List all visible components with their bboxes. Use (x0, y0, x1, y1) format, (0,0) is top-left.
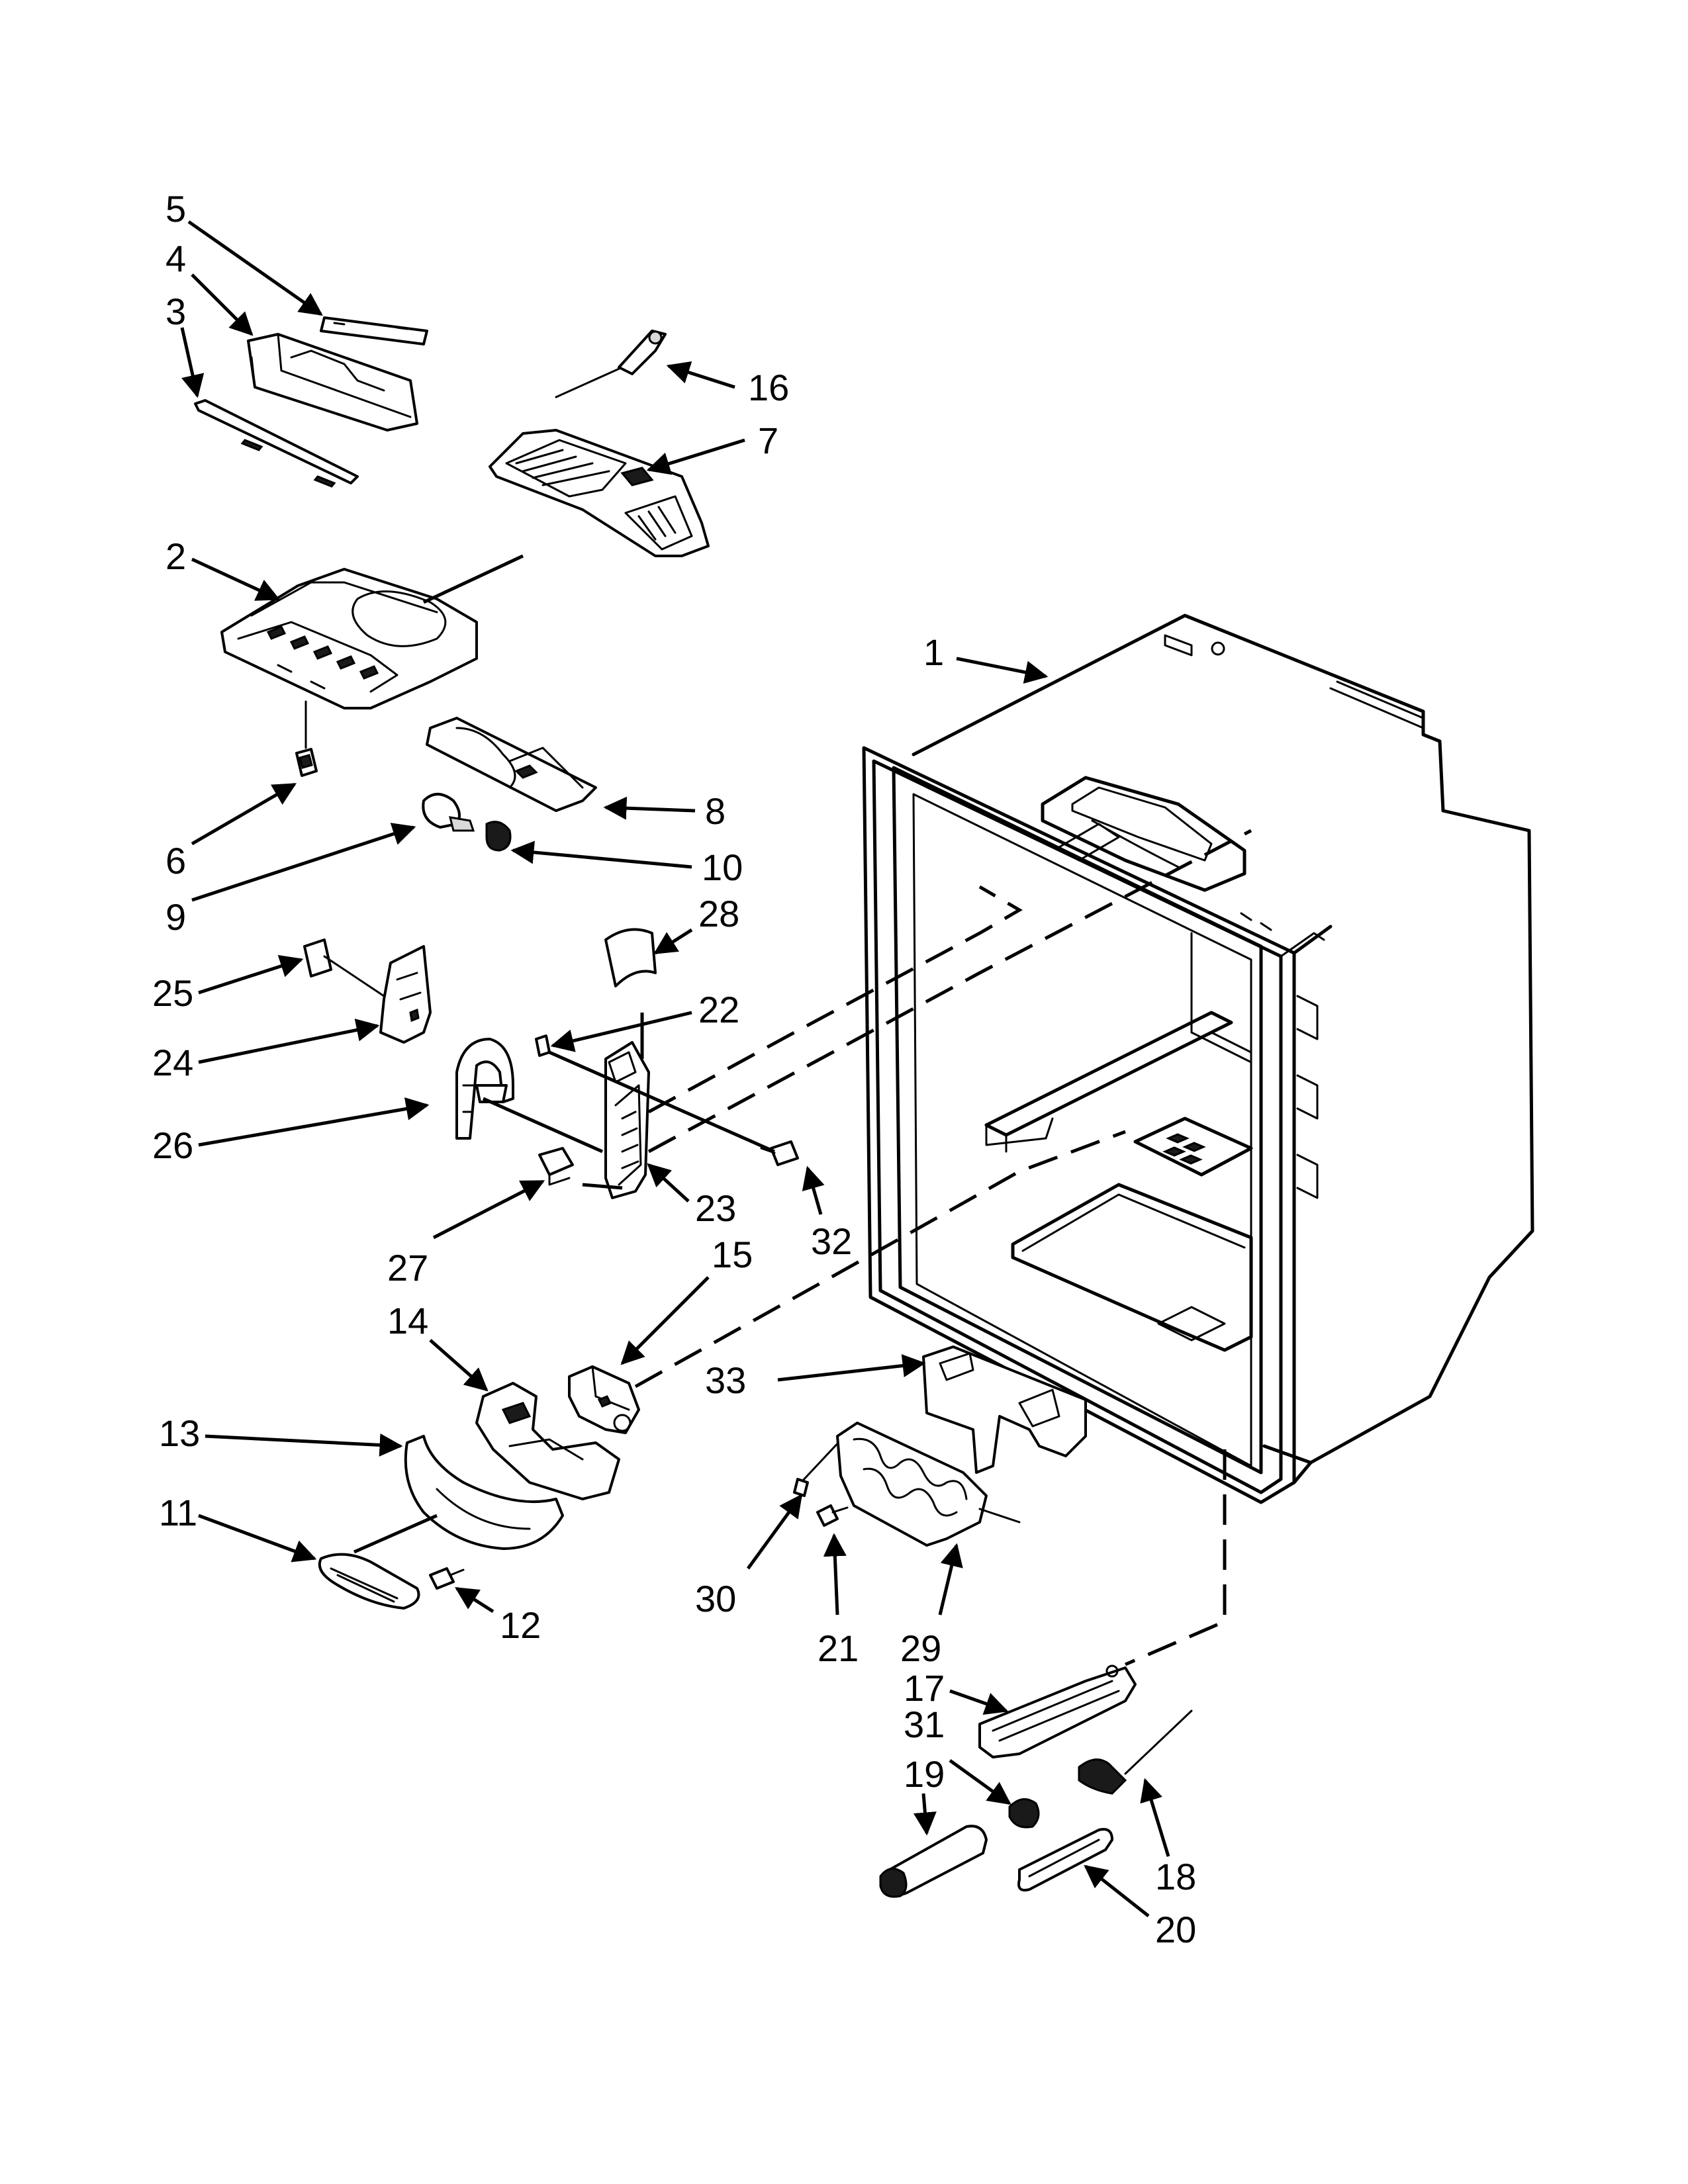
part-13-trim (404, 1435, 564, 1550)
part-15-water-valve (568, 1365, 640, 1434)
part-6-switch (295, 700, 318, 777)
part-31-cap (1008, 1798, 1040, 1829)
callout-8: 8 (705, 790, 726, 832)
callout-25: 25 (152, 972, 193, 1014)
callout-labels: 1 2 3 4 5 6 7 8 9 10 11 12 13 14 15 16 1… (152, 188, 1196, 1950)
callout-22: 22 (698, 989, 739, 1030)
callout-arrows (180, 220, 1170, 1917)
callout-13: 13 (159, 1412, 200, 1454)
part-17-filter-housing (978, 1664, 1137, 1758)
part-25-connector (303, 938, 385, 997)
part-28-cover (604, 928, 657, 987)
part-32-screw (760, 1140, 799, 1166)
callout-27: 27 (387, 1247, 428, 1289)
part-16-thermistor (555, 330, 667, 398)
callout-30: 30 (695, 1578, 736, 1619)
callout-7: 7 (758, 420, 778, 461)
callout-4: 4 (165, 238, 186, 279)
callout-11: 11 (159, 1492, 197, 1533)
part-11-cover (318, 1553, 420, 1610)
part-9-bulb (422, 793, 475, 832)
part-19-filter-cartridge (879, 1825, 988, 1898)
callout-31: 31 (904, 1704, 945, 1745)
callout-16: 16 (748, 367, 789, 408)
part-4-housing (247, 333, 418, 432)
callout-20: 20 (1155, 1909, 1196, 1950)
callout-15: 15 (712, 1234, 753, 1275)
part-14-actuator (475, 1382, 620, 1500)
part-24-bracket (379, 945, 432, 1044)
callout-24: 24 (152, 1042, 193, 1083)
callout-1: 1 (923, 631, 944, 673)
part-29-ice-maker-heater (836, 1422, 1021, 1547)
part-7-grille (489, 429, 710, 557)
callout-5: 5 (165, 188, 186, 230)
part-27-clip (538, 1147, 574, 1186)
part-12-screw (429, 1567, 465, 1590)
callout-3: 3 (165, 291, 186, 332)
part-23-dispenser-housing (604, 1041, 650, 1199)
callout-19: 19 (904, 1753, 945, 1795)
part-10-socket (485, 821, 512, 852)
part-8-light-housing (426, 717, 597, 812)
callout-18: 18 (1155, 1856, 1196, 1897)
callout-21: 21 (818, 1627, 859, 1669)
callout-28: 28 (698, 893, 739, 934)
part-2-control-housing (220, 568, 478, 709)
part-5-bracket (320, 316, 428, 345)
part-3-strip (194, 399, 359, 488)
callout-32: 32 (811, 1220, 852, 1262)
callout-6: 6 (165, 840, 186, 882)
callout-12: 12 (500, 1604, 541, 1646)
callout-2: 2 (165, 535, 186, 577)
part-22-clip (535, 1034, 551, 1057)
callout-10: 10 (702, 846, 743, 888)
part-33-bracket (922, 1345, 1087, 1474)
part-20-filter-cover (1017, 1828, 1113, 1891)
callout-23: 23 (695, 1187, 736, 1229)
callout-14: 14 (387, 1300, 428, 1342)
callout-33: 33 (705, 1359, 746, 1401)
part-21-screw (816, 1504, 849, 1527)
part-18-filter-bypass (1078, 1709, 1193, 1795)
part-26-water-tube (455, 1038, 514, 1140)
callout-9: 9 (165, 896, 186, 938)
assembly-guide-lines (353, 554, 1252, 1666)
callout-29: 29 (900, 1627, 941, 1669)
callout-26: 26 (152, 1124, 193, 1166)
callout-17: 17 (904, 1667, 945, 1709)
